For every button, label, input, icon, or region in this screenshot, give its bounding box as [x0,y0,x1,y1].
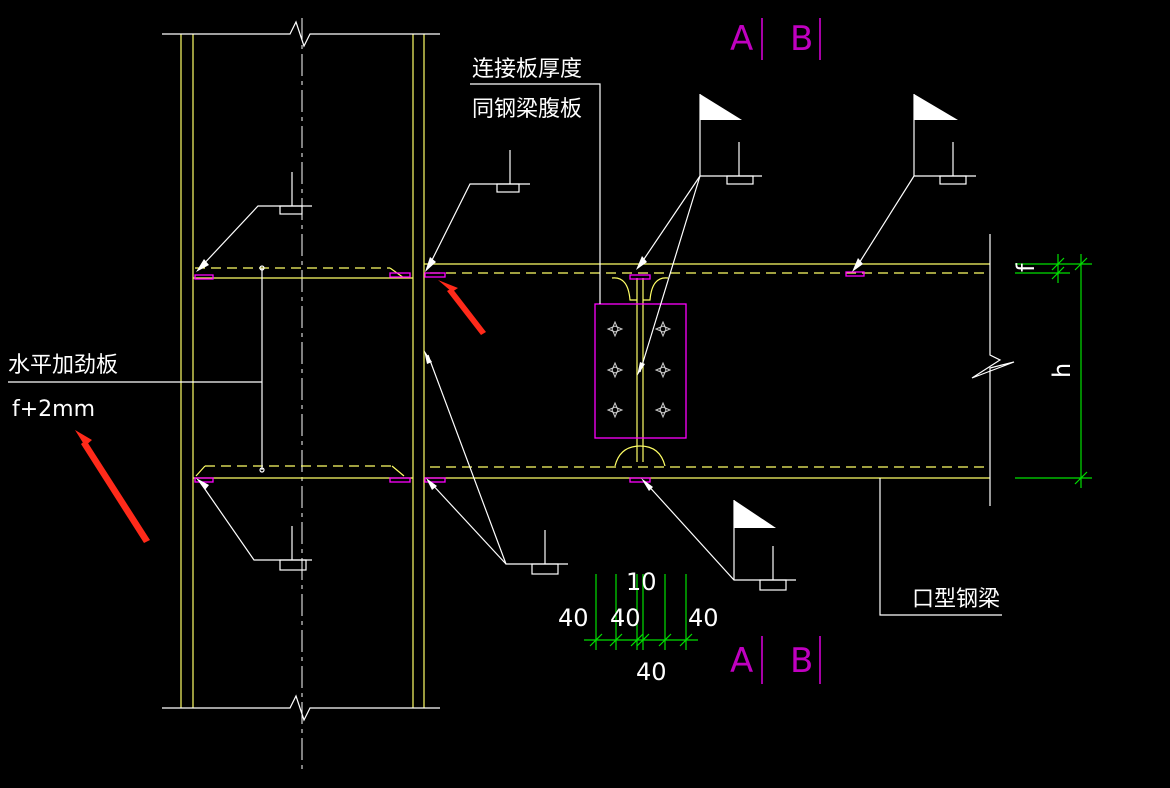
dim-40-bottom-label: 40 [636,658,667,686]
dim-tick [630,633,644,647]
plate-label-leader [470,83,601,304]
box-steel-beam [424,234,1015,616]
weld-mark [845,271,865,277]
red-arrow-stiffener-thickness [75,430,150,543]
bolt [654,401,672,419]
connection-plate [594,303,687,439]
weld-symbols [8,83,976,591]
dim-40-right-label: 40 [688,604,719,632]
dim-40-left-label: 40 [558,604,589,632]
dim-tick [1051,257,1065,271]
annotations: 连接板厚度 同钢梁腹板 水平加劲板 f+2mm 口型钢梁 f h 10 40 4… [8,57,1076,686]
bolt [654,361,672,379]
section-mark-b-bottom: B [790,641,813,681]
dim-h-label: h [1048,363,1076,378]
bolt [606,361,624,379]
dim-tick [1074,471,1088,485]
column-bottom-break-line [162,694,440,722]
dim-tick [679,633,693,647]
weld-symbol-field-weld [636,94,762,376]
red-arrow-stiffener-weld [438,280,486,335]
weld-mark [424,272,446,278]
dim-tick [636,633,650,647]
weld-mark [194,477,214,483]
plate-thickness-label-line1: 连接板厚度 [472,57,582,82]
weld-mark [424,477,446,483]
column-top-break-line [162,20,440,48]
bolt-group [606,320,672,419]
stiffener-bottom-chamfer-left [195,465,206,477]
weld-mark [389,272,411,278]
web-bottom-scallop [614,445,666,467]
dim-f-label: f [1012,263,1040,272]
stiffener-bottom-chamfer-right [391,465,405,477]
highlight-arrows [75,280,486,543]
weld-symbol-field-weld [852,94,976,272]
dim-tick [609,633,623,647]
bolt [654,320,672,338]
stiffener-ref-dot-bottom [259,467,265,473]
dim-tick [1051,266,1065,280]
dim-10-label: 10 [626,568,657,596]
horizontal-stiffener-label: 水平加劲板 [8,353,118,378]
weld-mark [389,477,411,483]
weld-mark [629,477,651,483]
weld-symbol-field-weld [641,478,796,591]
section-marks: A B A B [730,18,821,684]
weld-marks [194,271,865,483]
weld-symbol [196,172,312,272]
dimensions [584,254,1092,650]
weld-symbol [425,150,530,272]
weld-mark [629,274,651,280]
steel-column [162,18,440,770]
weld-symbol [196,478,312,571]
dim-tick [589,633,603,647]
horizontal-stiffeners [193,265,413,479]
dim-tick [1074,257,1088,271]
section-mark-b-top: B [790,19,813,59]
plate-thickness-label-line2: 同钢梁腹板 [472,97,582,122]
section-mark-a-top: A [730,19,753,59]
web-top-right-scallop [643,277,669,301]
weld-symbol [424,350,568,575]
bolt [606,401,624,419]
bolt [606,320,624,338]
beam-end-break-line [971,234,1015,506]
dim-40-mid-label: 40 [610,604,641,632]
box-beam-label: 口型钢梁 [912,587,1000,612]
weld-mark [194,274,214,280]
stiffener-thickness-label: f+2mm [12,397,95,422]
dim-tick [658,633,672,647]
web-top-left-scallop [611,277,637,301]
stiffener-ref-dot-top [259,265,265,271]
box-beam-leader [879,478,1002,616]
section-mark-a-bottom: A [730,641,753,681]
